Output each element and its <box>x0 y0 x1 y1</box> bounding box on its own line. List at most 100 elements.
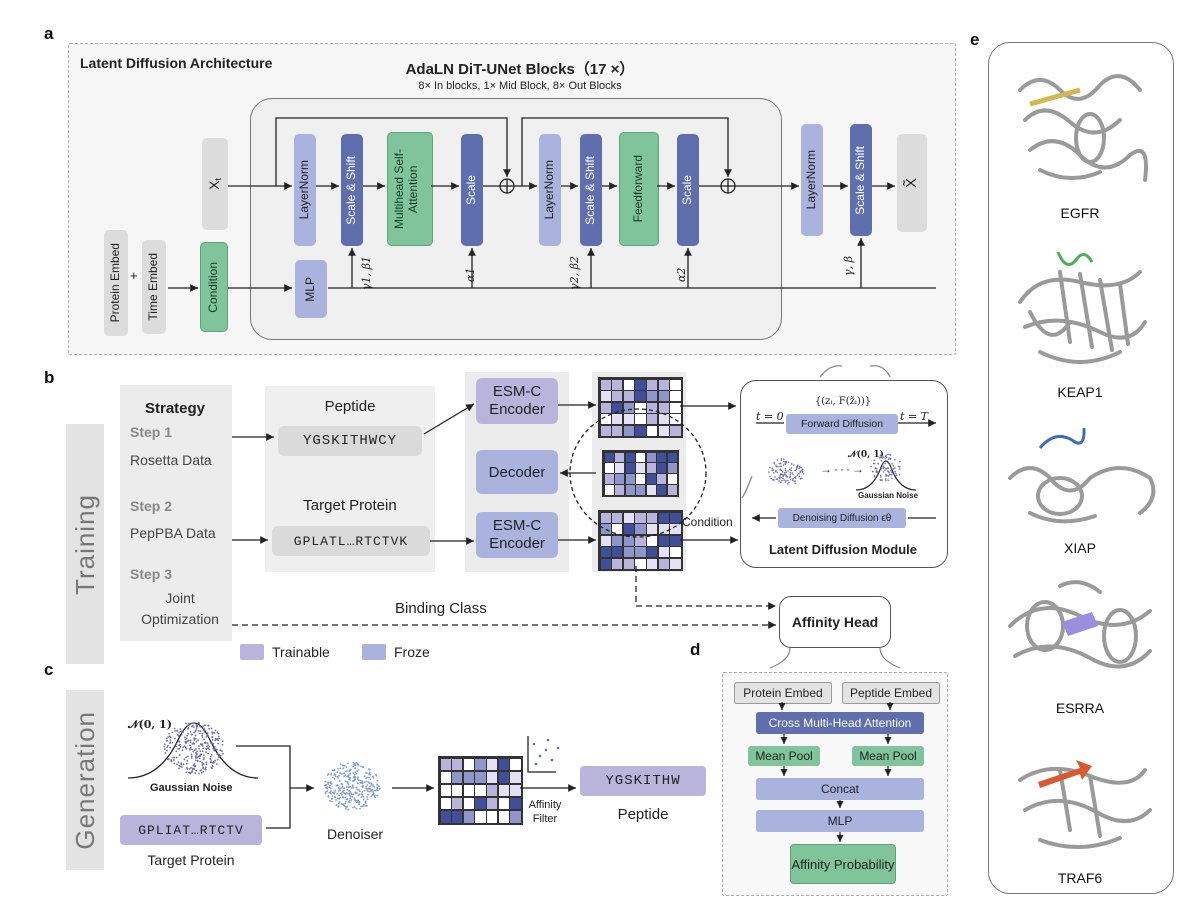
noise-dot <box>346 781 349 784</box>
noise-dot <box>173 737 176 740</box>
matrix-cell <box>623 379 634 390</box>
noise-dot <box>193 739 196 741</box>
noise-dot <box>211 736 214 739</box>
noise-dot <box>196 750 198 753</box>
latent-matrix-decoded <box>602 450 679 497</box>
matrix-cell <box>612 425 623 436</box>
noise-dot <box>191 748 193 751</box>
noise-dot <box>185 756 188 759</box>
noise-dot <box>324 786 327 789</box>
binding-class-label: Binding Class <box>395 600 487 617</box>
noise-dot <box>199 753 202 756</box>
noise-dot <box>367 790 369 793</box>
affinity-filter-label: Affinity Filter <box>528 799 562 825</box>
noise-dot <box>190 757 193 759</box>
noise-dot <box>351 795 354 798</box>
noise-dot <box>354 792 357 795</box>
noise-dot <box>173 727 176 730</box>
noise-dot <box>195 755 197 758</box>
noise-dot <box>336 784 339 787</box>
noise-dot <box>356 800 359 803</box>
noise-dot <box>355 772 358 775</box>
noise-dot <box>191 770 194 773</box>
alpha2-label: α2 <box>675 267 688 282</box>
matrix-cell <box>463 797 474 810</box>
noise-dot <box>355 786 358 789</box>
noise-dot <box>341 796 344 798</box>
noise-dot <box>169 736 172 739</box>
noise-dot <box>193 731 196 734</box>
matrix-cell <box>625 463 635 473</box>
noise-dot <box>221 750 223 753</box>
noise-dot <box>351 784 354 787</box>
matrix-cell <box>670 425 681 436</box>
noise-dot <box>212 747 215 750</box>
noise-dot <box>200 771 203 774</box>
panel-label-c: c <box>44 660 54 679</box>
noise-dot <box>349 772 351 775</box>
noise-dot <box>175 743 178 746</box>
matrix-cell <box>440 797 451 810</box>
noise-dot <box>360 765 363 768</box>
protein-label-xiap: XIAP <box>1064 540 1096 556</box>
step2-label: Step 2 <box>130 498 173 514</box>
noise-dot <box>334 795 336 798</box>
noise-dot <box>194 737 197 740</box>
noise-dot <box>334 773 336 776</box>
noise-dot <box>180 730 183 733</box>
noise-dot <box>181 766 183 769</box>
esm-c-encoder-bottom: ESM-C Encoder <box>476 512 558 558</box>
noise-dot <box>195 757 197 759</box>
matrix-cell <box>600 391 611 401</box>
matrix-cell <box>463 784 474 797</box>
filter-dot <box>534 762 538 766</box>
noise-dot <box>365 802 367 804</box>
noise-dot <box>374 796 377 799</box>
egfr-structure-image <box>1018 74 1148 182</box>
noise-dot <box>369 773 372 776</box>
noise-dot <box>211 767 213 770</box>
noise-dot <box>345 770 347 773</box>
noise-dot <box>195 725 198 728</box>
noise-dot <box>179 730 182 733</box>
noise-dot <box>186 768 189 770</box>
noise-dot <box>190 725 193 728</box>
noise-dot <box>354 800 357 802</box>
noise-dot <box>329 787 332 789</box>
noise-dot <box>354 791 357 794</box>
noise-dot <box>367 781 370 784</box>
noise-dot <box>352 780 355 782</box>
noise-dot <box>344 801 347 803</box>
noise-dot <box>178 743 181 746</box>
matrix-cell <box>667 463 677 473</box>
noise-dot <box>185 737 188 740</box>
noise-dot <box>343 772 345 775</box>
matrix-cell <box>646 452 656 462</box>
noise-dot <box>206 747 209 750</box>
matrix-cell <box>658 379 669 390</box>
matrix-cell <box>487 810 498 823</box>
matrix-cell <box>658 391 669 401</box>
noise-dot <box>352 793 355 796</box>
noise-dot <box>372 776 375 779</box>
noise-dot <box>348 778 351 780</box>
noise-dot <box>196 760 199 763</box>
noise-dot <box>362 795 365 798</box>
noise-dot <box>376 794 379 797</box>
gen-gaussian: Gaussian Noise <box>150 782 233 794</box>
noise-dot <box>346 781 349 783</box>
noise-dot <box>339 767 342 770</box>
matrix-cell <box>600 512 611 523</box>
noise-dot <box>186 755 189 758</box>
noise-dot <box>365 785 368 788</box>
noise-dot <box>169 739 172 741</box>
noise-dot <box>190 733 193 736</box>
denoiser-label: Denoiser <box>327 826 384 842</box>
noise-dot <box>336 775 339 778</box>
matrix-cell <box>498 771 509 784</box>
noise-dot <box>343 787 345 789</box>
noise-dot <box>344 780 347 783</box>
protein-label-keap1: KEAP1 <box>1057 384 1103 400</box>
noise-dot <box>210 766 213 769</box>
legend-froze: Froze <box>394 644 430 660</box>
